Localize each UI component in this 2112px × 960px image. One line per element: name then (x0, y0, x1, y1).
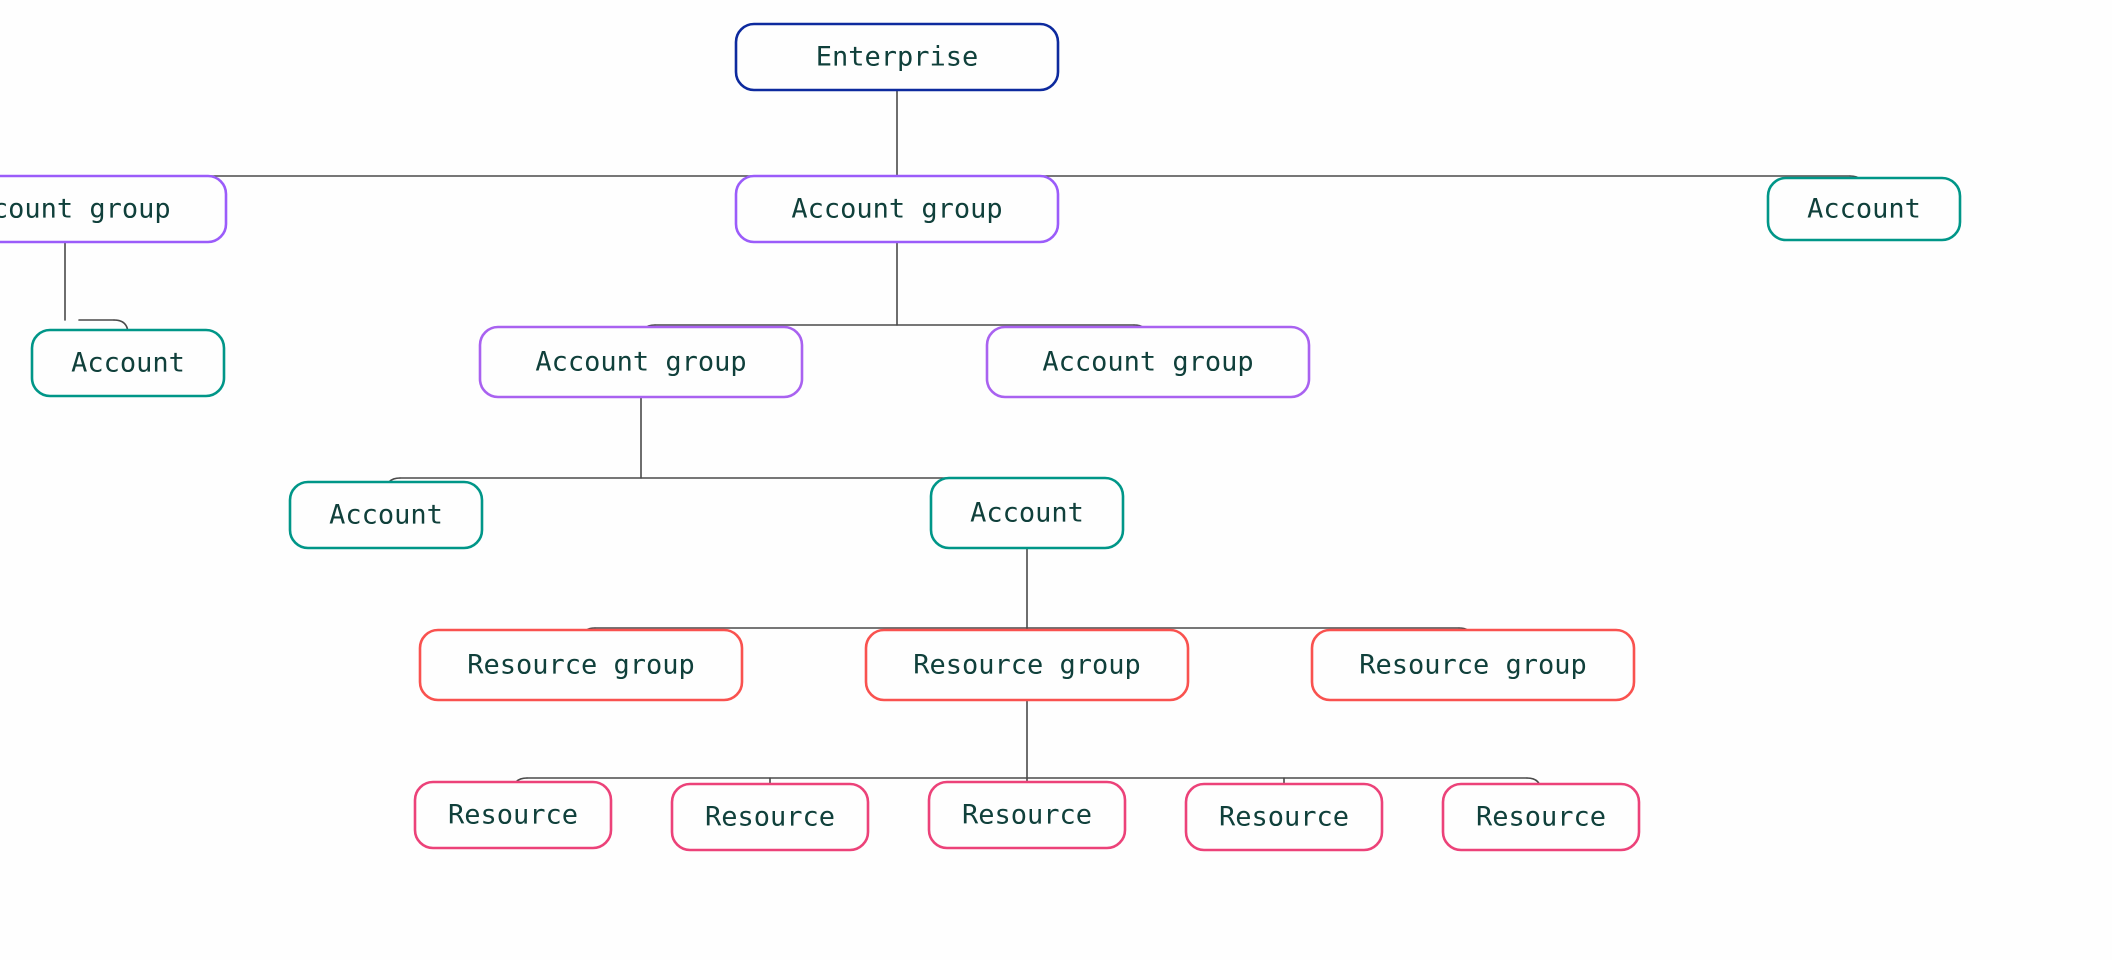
node-account[interactable]: Account (288, 480, 484, 550)
node-box[interactable] (1184, 782, 1384, 852)
node-resource_group[interactable]: Resource group (418, 628, 744, 702)
node-box[interactable] (478, 325, 804, 399)
node-box[interactable] (1766, 176, 1962, 242)
node-box[interactable] (288, 480, 484, 550)
node-resource[interactable]: Resource (670, 782, 870, 852)
node-enterprise[interactable]: Enterprise (734, 22, 1060, 92)
node-label: Account group (1042, 347, 1253, 378)
node-account[interactable]: Account (30, 328, 226, 398)
node-label: Resource (705, 802, 835, 833)
node-label: Account group (0, 194, 171, 225)
node-box[interactable] (864, 628, 1190, 702)
node-box[interactable] (30, 328, 226, 398)
node-resource_group[interactable]: Resource group (864, 628, 1190, 702)
node-account_group[interactable]: Account group (478, 325, 804, 399)
node-box[interactable] (734, 174, 1060, 244)
node-account_group[interactable]: Account group (0, 174, 228, 244)
node-resource[interactable]: Resource (1441, 782, 1641, 852)
node-resource_group[interactable]: Resource group (1310, 628, 1636, 702)
node-label: Resource (1219, 802, 1349, 833)
node-account[interactable]: Account (929, 476, 1125, 550)
node-label: Account (329, 500, 443, 531)
node-label: Account (1807, 194, 1921, 225)
node-box[interactable] (418, 628, 744, 702)
node-label: Resource group (1359, 650, 1587, 681)
node-label: Account group (535, 347, 746, 378)
node-label: Resource group (913, 650, 1141, 681)
node-label: Account group (791, 194, 1002, 225)
node-box[interactable] (734, 22, 1060, 92)
node-resource[interactable]: Resource (927, 780, 1127, 850)
node-account_group[interactable]: Account group (734, 174, 1060, 244)
node-box[interactable] (0, 174, 228, 244)
node-resource[interactable]: Resource (1184, 782, 1384, 852)
node-account[interactable]: Account (1766, 176, 1962, 242)
node-box[interactable] (413, 780, 613, 850)
node-box[interactable] (1441, 782, 1641, 852)
node-label: Resource (1476, 802, 1606, 833)
node-box[interactable] (985, 325, 1311, 399)
node-resource[interactable]: Resource (413, 780, 613, 850)
node-box[interactable] (670, 782, 870, 852)
node-label: Resource (962, 800, 1092, 831)
node-label: Resource group (467, 650, 695, 681)
node-box[interactable] (1310, 628, 1636, 702)
node-box[interactable] (929, 476, 1125, 550)
node-account_group[interactable]: Account group (985, 325, 1311, 399)
node-label: Resource (448, 800, 578, 831)
node-label: Account (71, 348, 185, 379)
node-label: Enterprise (816, 42, 979, 73)
node-box[interactable] (927, 780, 1127, 850)
node-label: Account (970, 498, 1084, 529)
